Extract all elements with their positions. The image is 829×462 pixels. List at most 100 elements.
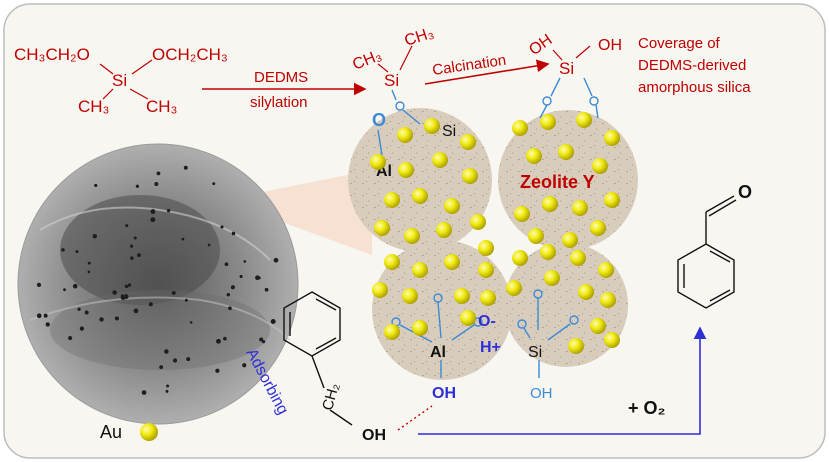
au-nanoparticle (578, 284, 594, 300)
tem-particle (172, 358, 178, 363)
tem-particle (127, 283, 132, 287)
tem-particle (94, 183, 98, 188)
tem-particle (242, 363, 247, 368)
tem-particle (87, 270, 91, 274)
acid-site-o-minus: O- (478, 313, 496, 330)
tem-particle (150, 209, 156, 214)
au-nanoparticle (370, 154, 386, 170)
au-nanoparticle (397, 127, 413, 143)
tem-particle (228, 306, 232, 311)
au-nanoparticle (562, 232, 578, 248)
benzyl-ch2: CH₂ (319, 381, 343, 412)
au-nanoparticle (404, 228, 420, 244)
silanol-si: Si (559, 59, 574, 78)
tem-particle (186, 357, 191, 362)
tem-particle (99, 317, 104, 322)
benzaldehyde-molecule (677, 195, 737, 309)
tem-particle (264, 287, 269, 292)
tem-particle (231, 231, 236, 236)
coverage-line-2: DEDMS-derived (638, 57, 746, 74)
tem-particle (133, 236, 137, 240)
zeolite-sphere-4 (504, 243, 628, 367)
au-nanoparticle (412, 320, 428, 336)
tem-particle (87, 261, 91, 265)
zeolite-sphere-3 (372, 240, 512, 380)
tem-particle (224, 262, 229, 267)
acid-site-si: Si (528, 344, 542, 361)
tem-particle (123, 294, 129, 300)
au-nanoparticle (542, 196, 558, 212)
tem-particle (141, 390, 147, 395)
au-nanoparticle (598, 262, 614, 278)
silane-right-top: OCH₂CH₃ (152, 45, 228, 64)
legend-au-dot (140, 423, 158, 441)
acid-site-h-plus: H+ (480, 339, 501, 356)
au-nanoparticle (454, 288, 470, 304)
au-nanoparticle (528, 228, 544, 244)
tem-particle (92, 234, 97, 239)
au-nanoparticle (590, 220, 606, 236)
tem-particle (79, 326, 85, 331)
tem-particle (61, 248, 65, 252)
au-nanoparticle (374, 220, 390, 236)
tem-particle (164, 349, 169, 354)
tem-particle (63, 288, 67, 292)
tem-particle (216, 338, 221, 344)
coverage-line-1: Coverage of (638, 35, 721, 52)
tem-particle (125, 224, 129, 228)
dedms-molecule: CH₃CH₂O OCH₂CH₃ Si CH₃ CH₃ (14, 45, 228, 116)
tem-particle (239, 274, 243, 279)
au-nanoparticle (460, 310, 476, 326)
au-nanoparticle (544, 270, 560, 286)
grafted-oxygen: O (372, 110, 386, 130)
tem-particle (166, 384, 170, 388)
tem-particle (207, 243, 211, 247)
zeolite-sphere-2 (498, 110, 638, 250)
benzaldehyde-oxygen: O (738, 182, 752, 202)
tem-particle (273, 257, 279, 263)
au-nanoparticle (600, 292, 616, 308)
tem-particle (36, 282, 42, 287)
acid-site-al-oh: OH (432, 385, 456, 402)
tem-particle (150, 217, 156, 223)
legend-au-label: Au (100, 422, 122, 442)
au-nanoparticle (568, 338, 584, 354)
au-nanoparticle (424, 118, 440, 134)
silanol-bonds (552, 45, 591, 61)
tem-particle (166, 208, 171, 213)
tem-particle (212, 182, 216, 186)
au-nanoparticle (506, 280, 522, 296)
tem-particle (243, 260, 247, 263)
au-nanoparticle (478, 262, 494, 278)
au-nanoparticle (372, 282, 388, 298)
au-nanoparticle (540, 114, 556, 130)
au-nanoparticle (470, 214, 486, 230)
tem-particle (154, 182, 159, 186)
silane-si: Si (112, 71, 127, 90)
au-nanoparticle (402, 288, 418, 304)
framework-si-top: Si (442, 123, 456, 140)
au-nanoparticle (436, 222, 452, 238)
au-nanoparticle (384, 192, 400, 208)
tem-particle (75, 250, 79, 254)
silane-left-bottom: CH₃ (78, 97, 109, 116)
au-nanoparticle (590, 318, 606, 334)
tem-particle (184, 298, 188, 302)
au-nanoparticle (512, 120, 528, 136)
tem-particle (124, 284, 129, 289)
tem-particle (257, 276, 261, 280)
h-bond-dotted (397, 405, 433, 431)
au-nanoparticle (412, 188, 428, 204)
benzyl-alcohol-ring (283, 291, 353, 426)
tem-particle (171, 290, 176, 295)
tem-particle (261, 340, 266, 344)
au-nanoparticle (570, 250, 586, 266)
au-nanoparticle (444, 198, 460, 214)
zeolite-cluster (348, 108, 638, 380)
silane-right-bottom: CH₃ (146, 97, 177, 116)
tem-particle (156, 171, 161, 176)
zeolite-y-label: Zeolite Y (520, 172, 595, 192)
tem-particle (130, 256, 134, 260)
zoom-wedge (222, 170, 372, 255)
tem-particle (223, 336, 227, 341)
